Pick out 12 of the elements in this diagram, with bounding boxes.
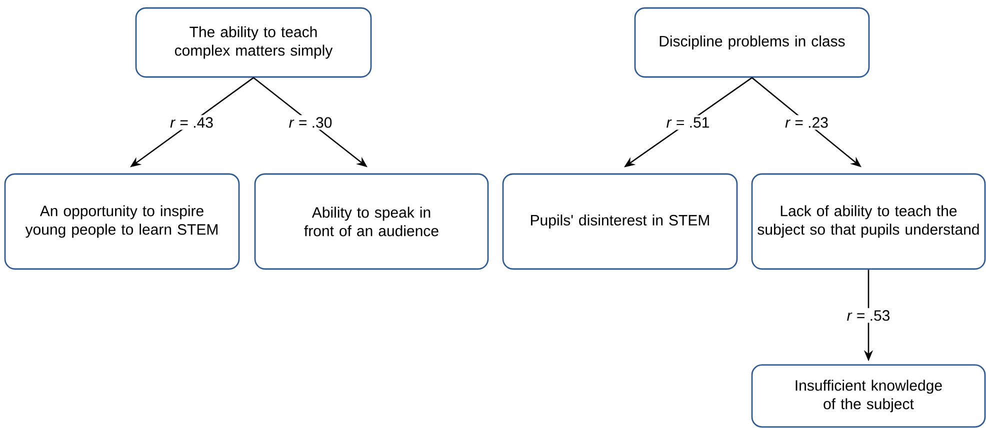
edge-label: r = .30	[286, 115, 334, 130]
edge-label: r = .53	[844, 308, 892, 323]
text-box: Lack of ability to teach the subject so that pupils understand	[751, 173, 986, 270]
edge-label: r = .23	[783, 115, 830, 130]
text-box: The ability to teach complex matters simply	[135, 7, 372, 78]
text-box: Pupils' disinterest in STEM	[502, 173, 738, 270]
edge-label: r = .51	[664, 115, 712, 130]
text-box: Discipline problems in class	[634, 7, 870, 78]
text-box: Ability to speak in front of an audience	[254, 173, 489, 270]
text-box: An opportunity to inspire young people to learn STEM	[4, 173, 240, 270]
text-box: Insufficient knowledge of the subject	[751, 364, 986, 428]
edge-label: r = .43	[168, 115, 216, 130]
